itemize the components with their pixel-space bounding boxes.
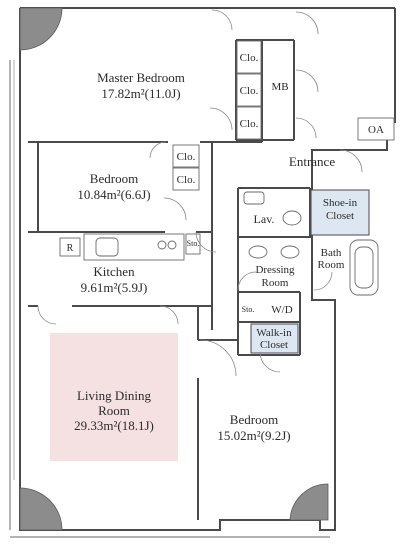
master-bedroom-name: Master Bedroom <box>97 70 185 85</box>
column-bottom-right <box>289 483 329 521</box>
closet-label-1: Clo. <box>240 52 259 64</box>
closet-2 <box>236 73 262 107</box>
storage-label-2: Sto. <box>242 305 255 314</box>
entrance-label: Entrance <box>289 154 335 169</box>
oa-box <box>357 117 395 141</box>
kitchen-name: Kitchen <box>93 264 135 279</box>
stove-burner-1 <box>157 240 167 250</box>
bedroom-2-name: Bedroom <box>230 412 278 427</box>
fridge-label: R <box>67 243 74 254</box>
closet-label-5: Clo. <box>177 174 196 186</box>
storage-label-1: Sto. <box>187 239 200 248</box>
dressing-room-label-2: Room <box>262 277 289 289</box>
kitchen-sink <box>95 237 119 257</box>
fridge <box>59 237 81 257</box>
basin-2 <box>280 245 300 259</box>
column-bottom-left <box>19 487 63 531</box>
mb-label: MB <box>271 81 288 93</box>
lav-sink <box>243 191 265 205</box>
shoe-in-closet-label-1: Shoe-in <box>323 197 358 209</box>
walk-in-closet-label-1: Walk-in <box>256 327 292 339</box>
living-dining-name-2: Room <box>98 403 130 418</box>
column-top-left <box>19 7 63 51</box>
living-dining-name-1: Living Dining <box>77 388 152 403</box>
closet-label-4: Clo. <box>177 151 196 163</box>
bath-room-label-1: Bath <box>321 247 342 259</box>
interior-walls <box>28 39 313 520</box>
bathtub-inner <box>354 246 374 289</box>
closet-label-3: Clo. <box>240 118 259 130</box>
closet-4 <box>172 144 200 168</box>
master-bedroom-area: 17.82m²(11.0J) <box>101 86 180 101</box>
living-dining-area: 29.33m²(18.1J) <box>74 418 154 433</box>
closet-1 <box>236 40 262 74</box>
closet-5 <box>172 167 200 191</box>
door-swings <box>37 9 363 377</box>
dressing-room-label-1: Dressing <box>255 264 295 276</box>
living-dining-highlight <box>50 333 178 461</box>
oa-label: OA <box>368 124 384 136</box>
walk-in-closet-label-2: Closet <box>260 339 288 351</box>
bedroom-1-name: Bedroom <box>90 171 138 186</box>
toilet <box>282 210 302 226</box>
stove-burner-2 <box>167 240 177 250</box>
wd-label: W/D <box>271 304 292 316</box>
bedroom-2-area: 15.02m²(9.2J) <box>217 428 290 443</box>
basin-1 <box>248 245 268 259</box>
closet-3 <box>236 106 262 140</box>
walk-in-closet-area <box>250 323 299 354</box>
closet-label-2: Clo. <box>240 85 259 97</box>
shoe-in-closet-area <box>310 189 370 236</box>
shoe-in-closet-label-2: Closet <box>326 210 354 222</box>
kitchen-area: 9.61m²(5.9J) <box>81 280 148 295</box>
bath-room-label-2: Room <box>318 259 345 271</box>
lav-label: Lav. <box>254 212 275 226</box>
bedroom-1-area: 10.84m²(6.6J) <box>77 187 150 202</box>
